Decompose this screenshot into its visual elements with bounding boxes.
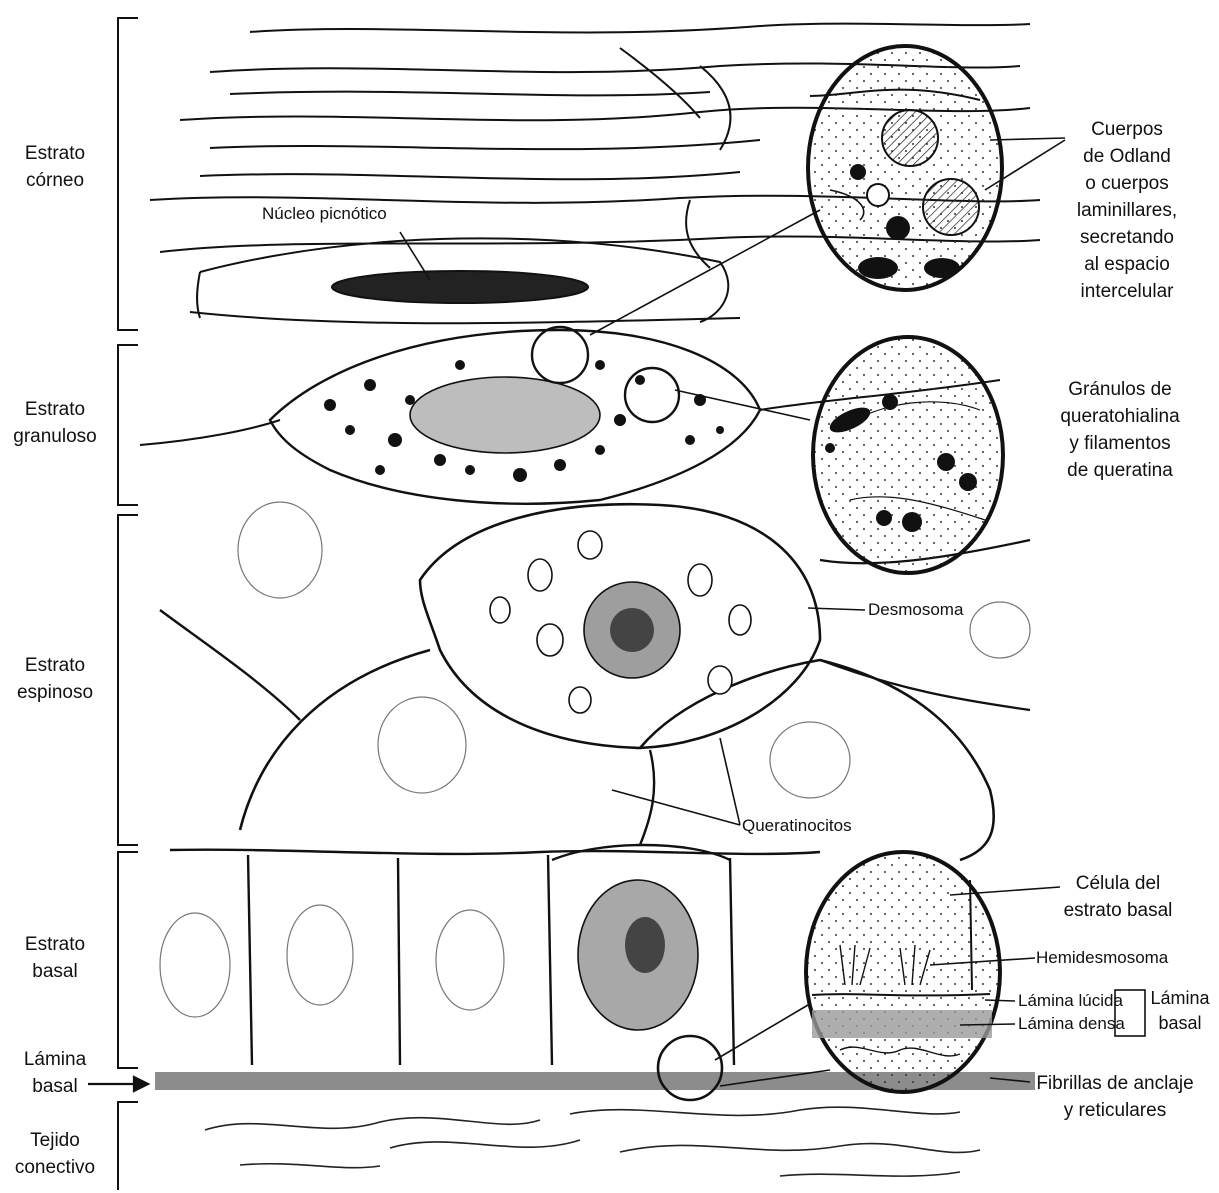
- label-estrato-granuloso: Estrato granuloso: [0, 396, 110, 450]
- bracket-conectivo: [118, 1102, 138, 1190]
- stratum-basale: [160, 845, 820, 1065]
- label-estrato-espinoso: Estrato espinoso: [5, 652, 105, 706]
- label-estrato-basal: Estrato basal: [10, 931, 100, 985]
- magnified-granulos: [813, 337, 1003, 573]
- label-granulos-queratohialina: Gránulos de queratohialina y filamentos …: [1040, 376, 1200, 484]
- label-nucleo-picnotico: Núcleo picnótico: [262, 204, 387, 224]
- bracket-basal: [118, 852, 138, 1068]
- label-tejido-conectivo: Tejido conectivo: [5, 1127, 105, 1181]
- label-lamina-basal-left: Lámina basal: [10, 1046, 100, 1100]
- label-fibrillas-anclaje: Fibrillas de anclaje y reticulares: [1030, 1070, 1200, 1124]
- magnified-basal: [806, 852, 1000, 1092]
- label-lamina-densa: Lámina densa: [1018, 1014, 1125, 1034]
- magnified-odland: [808, 46, 1002, 290]
- connective-tissue: [205, 1107, 980, 1176]
- label-hemidesmosoma: Hemidesmosoma: [1036, 948, 1168, 968]
- label-cuerpos-odland: Cuerpos de Odland o cuerpos laminillares…: [1052, 116, 1202, 305]
- bracket-corneo: [118, 18, 138, 330]
- pyknotic-nucleus: [332, 271, 588, 303]
- bracket-espinoso: [118, 515, 138, 845]
- label-lamina-lucida: Lámina lúcida: [1018, 991, 1123, 1011]
- label-celula-estrato-basal: Célula del estrato basal: [1048, 870, 1188, 924]
- label-lamina-basal-group: Lámina basal: [1142, 986, 1218, 1036]
- label-estrato-corneo: Estrato córneo: [10, 140, 100, 194]
- label-desmosoma: Desmosoma: [868, 600, 963, 620]
- label-queratinocitos: Queratinocitos: [742, 816, 852, 836]
- strata-brackets: [118, 18, 138, 1190]
- bracket-granuloso: [118, 345, 138, 505]
